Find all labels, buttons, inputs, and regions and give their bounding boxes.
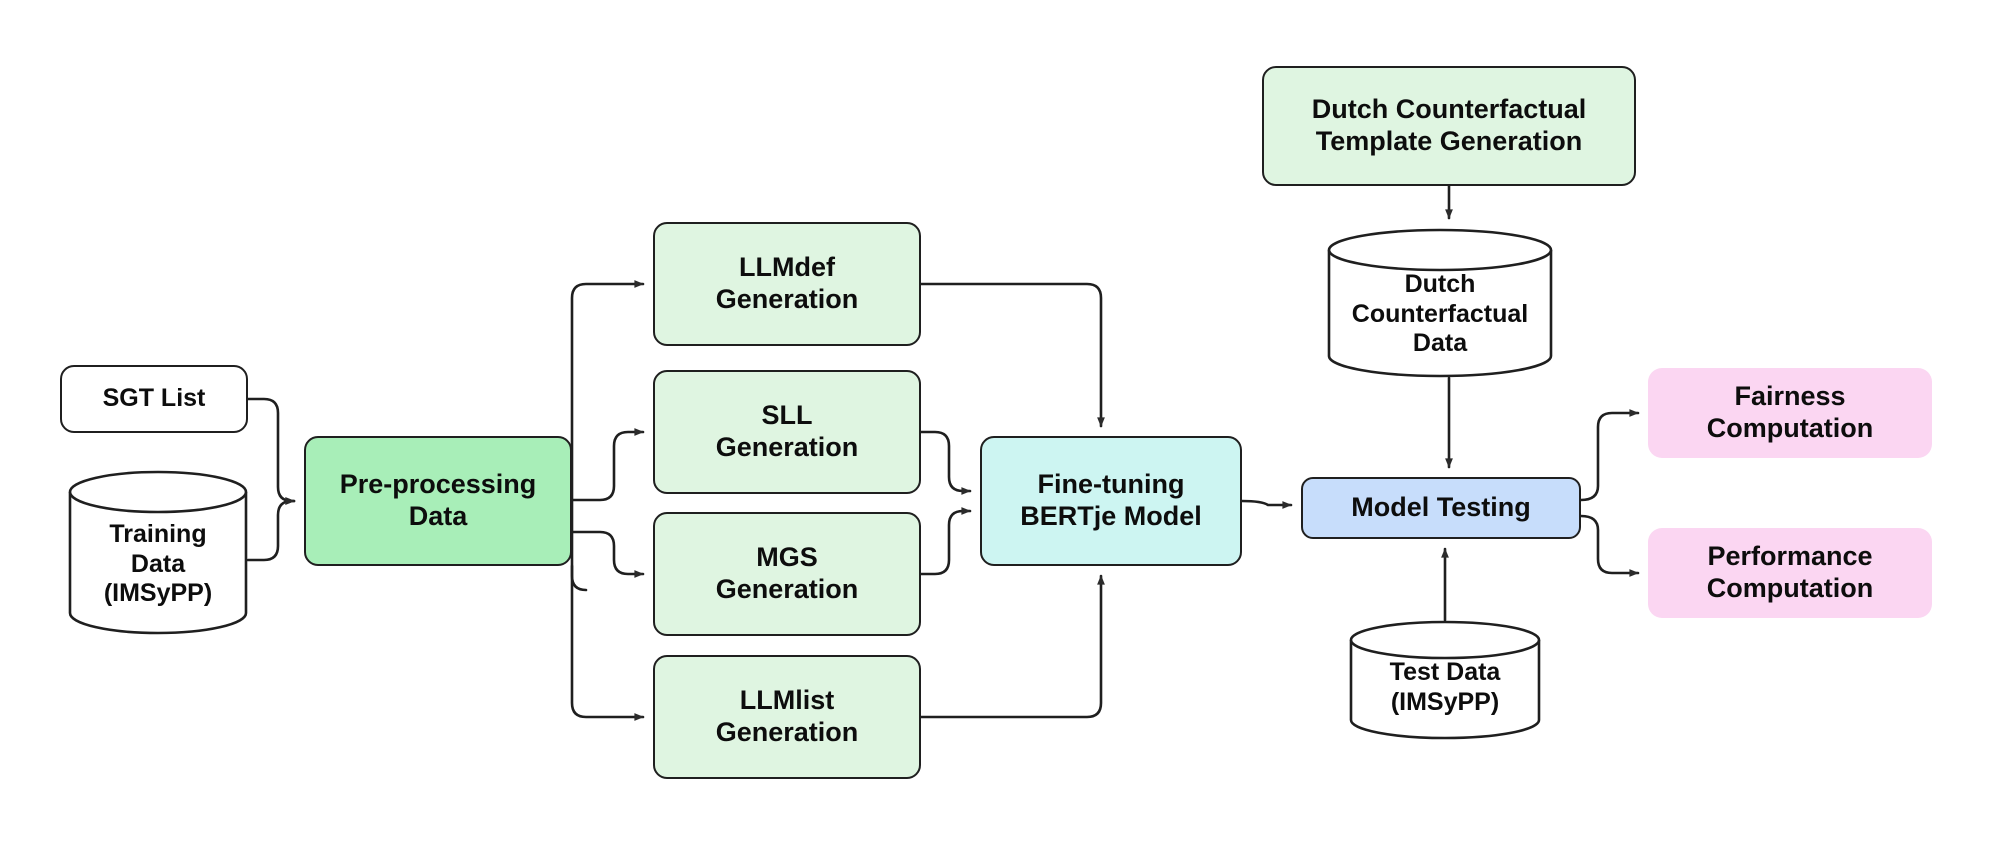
node-sgt-list[interactable]: SGT List [60,365,248,433]
cylinder-shape [1327,228,1553,378]
node-fine-tuning-bertje-model-label: Fine-tuning BERTje Model [1020,469,1202,531]
edge-model-testing-to-fairness [1579,409,1640,502]
node-performance-computation[interactable]: Performance Computation [1648,528,1932,618]
node-sgt-list-label: SGT List [102,384,206,413]
node-test-data[interactable]: Test Data (IMSyPP) [1349,620,1541,740]
edge-llmdef-to-finetuning [919,282,1105,428]
edge-preprocessing-to-mgs [570,530,645,578]
node-performance-computation-label: Performance Computation [1706,541,1874,603]
node-training-data[interactable]: Training Data (IMSyPP) [68,470,248,635]
node-dutch-counterfactual-template-generation-label: Dutch Counterfactual Template Generation [1311,94,1587,156]
edge-sgt-to-preprocessing [246,397,296,505]
edge-sll-to-finetuning [919,430,972,495]
node-dutch-counterfactual-data-label: Dutch Counterfactual Data [1351,270,1529,357]
edge-preprocessing-to-llmlist [570,564,645,721]
edge-training-to-preprocessing [246,497,296,562]
edge-mgs-to-finetuning [919,507,972,576]
node-fairness-computation[interactable]: Fairness Computation [1648,368,1932,458]
cylinder-shape [68,470,248,635]
node-sll-generation-label: SLL Generation [715,400,859,462]
node-llmdef-generation[interactable]: LLMdef Generation [653,222,921,346]
node-fairness-computation-label: Fairness Computation [1706,381,1874,443]
edge-llmlist-to-finetuning [919,574,1105,719]
node-dutch-counterfactual-data[interactable]: Dutch Counterfactual Data [1327,228,1553,378]
node-dutch-counterfactual-template-generation[interactable]: Dutch Counterfactual Template Generation [1262,66,1636,186]
node-model-testing-label: Model Testing [1351,492,1531,523]
node-test-data-label: Test Data (IMSyPP) [1389,658,1501,716]
node-llmdef-generation-label: LLMdef Generation [715,252,859,314]
node-llmlist-generation-label: LLMlist Generation [715,685,859,747]
node-model-testing[interactable]: Model Testing [1301,477,1581,539]
node-training-data-label: Training Data (IMSyPP) [103,520,213,607]
edge-finetuning-to-model-testing [1240,499,1293,509]
node-llmlist-generation[interactable]: LLMlist Generation [653,655,921,779]
edge-preprocessing-to-llmdef [570,280,645,592]
node-fine-tuning-bertje-model[interactable]: Fine-tuning BERTje Model [980,436,1242,566]
node-pre-processing-data[interactable]: Pre-processing Data [304,436,572,566]
cylinder-shape [1349,620,1541,740]
node-mgs-generation-label: MGS Generation [715,542,859,604]
edge-preprocessing-to-sll [570,428,645,502]
node-mgs-generation[interactable]: MGS Generation [653,512,921,636]
node-sll-generation[interactable]: SLL Generation [653,370,921,494]
edge-model-testing-to-performance [1579,514,1640,577]
node-pre-processing-data-label: Pre-processing Data [339,469,537,531]
